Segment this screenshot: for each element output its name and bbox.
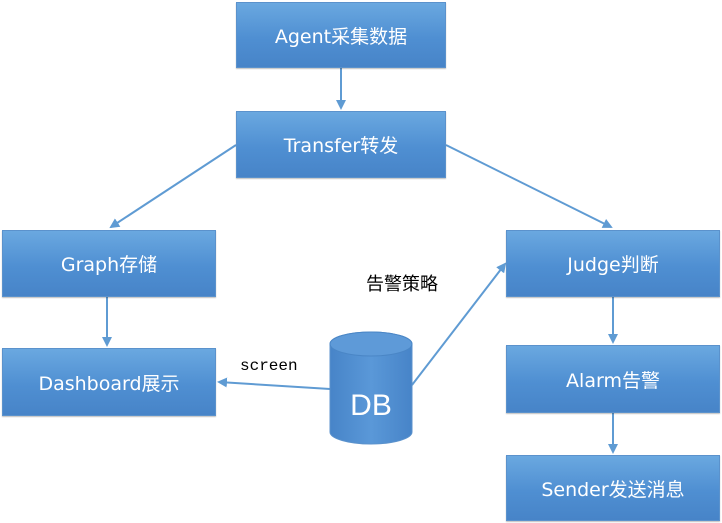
arrow-transfer-to-graph (109, 144, 237, 229)
sender-node: Sender发送消息 (506, 455, 720, 521)
judge-node: Judge判断 (506, 230, 720, 297)
db-cylinder: DB (329, 331, 413, 445)
arrow-db-to-judge (411, 262, 507, 386)
graph-node-label: Graph存储 (60, 254, 158, 276)
arrow-transfer-to-judge (445, 144, 613, 228)
alarm-node: Alarm告警 (506, 345, 720, 413)
dashboard-node: Dashboard展示 (2, 348, 216, 416)
edge-label-screen: screen (240, 357, 298, 375)
transfer-node-label: Transfer转发 (283, 135, 399, 157)
alarm-node-label: Alarm告警 (566, 369, 660, 392)
db-label: DB (350, 389, 392, 422)
arrow-db-to-dashboard (217, 377, 331, 390)
judge-node-label: Judge判断 (567, 254, 659, 276)
agent-node-label: Agent采集数据 (274, 25, 408, 48)
agent-node: Agent采集数据 (236, 2, 446, 68)
graph-node: Graph存储 (2, 230, 216, 297)
edge-label-strategy: 告警策略 (366, 274, 438, 295)
transfer-node: Transfer转发 (236, 111, 446, 178)
dashboard-node-label: Dashboard展示 (38, 372, 180, 395)
sender-node-label: Sender发送消息 (541, 478, 685, 501)
